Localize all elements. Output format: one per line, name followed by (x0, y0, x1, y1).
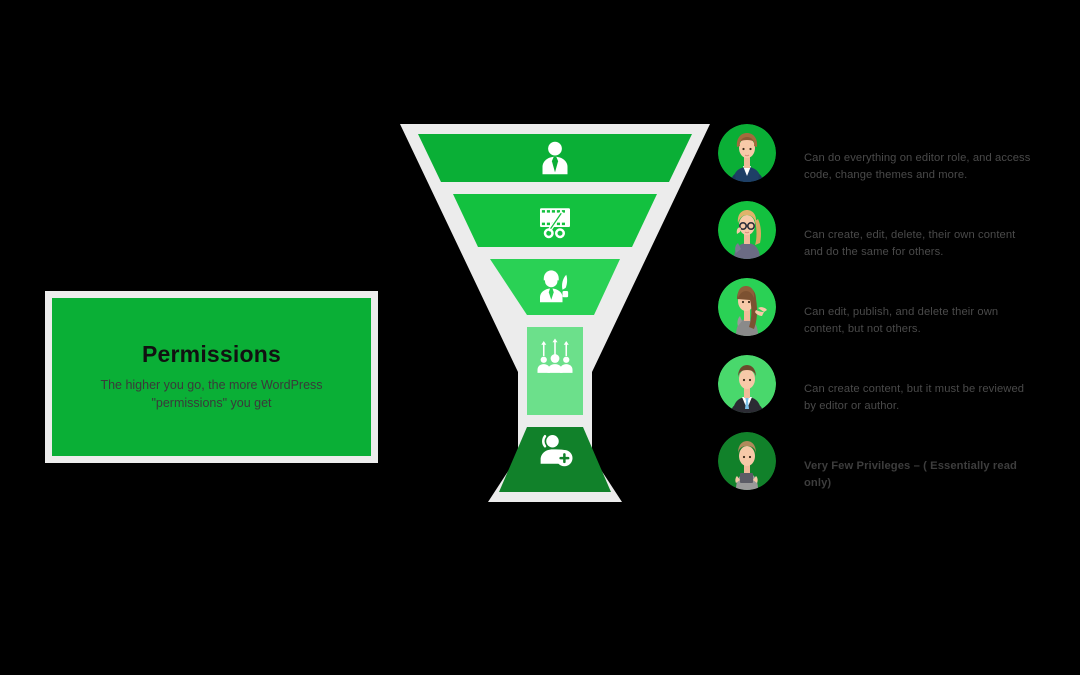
funnel-segment-editor[interactable] (453, 194, 657, 247)
list-item-label: Can edit, publish, and delete their own … (804, 306, 999, 335)
woman-tablet-avatar (718, 432, 776, 490)
list-item[interactable]: Can do everything on editor role, and ac… (718, 124, 1058, 201)
permissions-subtitle: The higher you go, the more WordPress "p… (100, 378, 323, 410)
page-title: Permissions (142, 341, 281, 368)
permissions-funnel (396, 122, 714, 504)
list-item-label: Very Few Privileges – ( Essentially read… (804, 460, 1017, 489)
man-suit-avatar (718, 355, 776, 413)
list-item-label: Can create content, but it must be revie… (804, 383, 1025, 412)
roles-legend: Can do everything on editor role, and ac… (718, 124, 1058, 509)
funnel-segment-administrator[interactable] (418, 134, 692, 182)
funnel-segment-subscriber[interactable] (499, 427, 611, 492)
funnel-shape (400, 124, 710, 502)
list-item[interactable]: Can create, edit, delete, their own cont… (718, 201, 1058, 278)
woman-long-hair-avatar (718, 278, 776, 336)
list-item[interactable]: Can edit, publish, and delete their own … (718, 278, 1058, 355)
woman-glasses-avatar (718, 201, 776, 259)
woman-navy-blazer-avatar (718, 124, 776, 182)
list-item[interactable]: Can create content, but it must be revie… (718, 355, 1058, 432)
list-item-label: Can create, edit, delete, their own cont… (804, 229, 1016, 258)
permissions-card: Permissions The higher you go, the more … (45, 291, 378, 463)
permissions-card-body: Permissions The higher you go, the more … (52, 298, 371, 456)
list-item[interactable]: Very Few Privileges – ( Essentially read… (718, 432, 1058, 509)
funnel-segment-contributor[interactable] (527, 327, 583, 415)
list-item-label: Can do everything on editor role, and ac… (804, 152, 1031, 181)
